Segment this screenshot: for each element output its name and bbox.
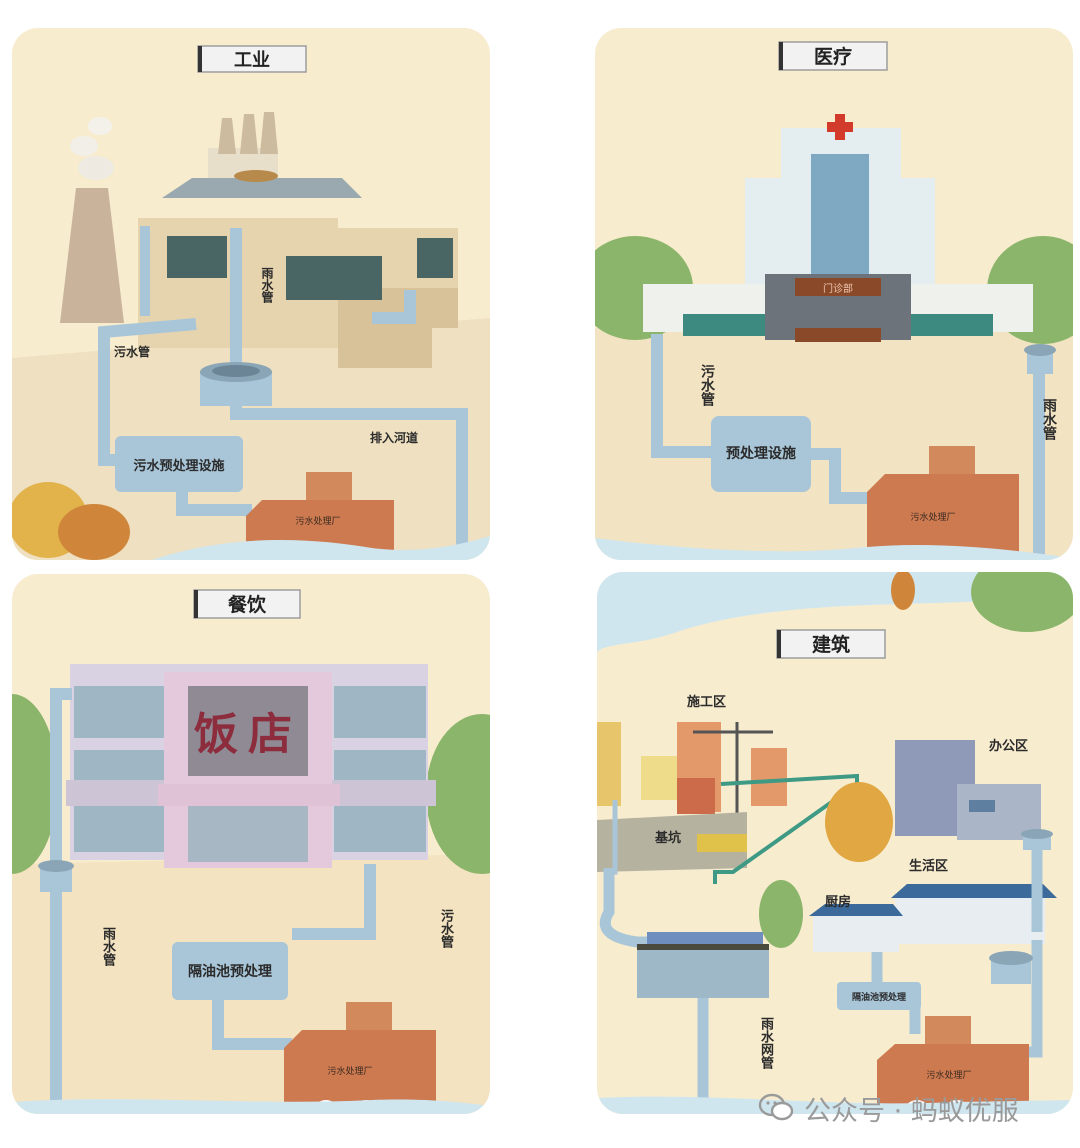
site-label: 施工区 — [687, 694, 726, 710]
hotel-sign: 饭店 — [194, 709, 302, 760]
tree-green — [759, 880, 803, 948]
plant-label: 污水处理厂 — [295, 515, 340, 527]
watermark-text: 公众号 · 蚂蚁优服 — [804, 1095, 1019, 1127]
living-label: 生活区 — [909, 858, 948, 874]
pretreatment-box — [115, 436, 243, 492]
site-fence — [713, 773, 859, 884]
river — [12, 1099, 490, 1114]
kitchen-label: 厨房 — [825, 894, 851, 910]
tree-orange — [58, 504, 130, 560]
tree-top — [971, 572, 1073, 632]
plant-label: 污水处理厂 — [327, 1065, 372, 1077]
manhole — [200, 362, 272, 406]
hotel-building — [66, 664, 436, 868]
office-building — [895, 740, 1041, 840]
office-label: 办公区 — [989, 738, 1028, 754]
panel-title: 工业 — [234, 50, 270, 71]
sewage-pipe-label: 污水管 — [114, 344, 150, 359]
river — [595, 538, 1073, 560]
cooling-tower — [60, 188, 124, 323]
living-area — [809, 884, 1057, 952]
panel-catering: 饭店 隔油池预处理 污水处理厂 雨水管 污水管 — [12, 574, 490, 1114]
hospital-building — [643, 114, 1033, 342]
pretreatment-label: 隔油池预处理 — [188, 963, 272, 980]
factory-building — [138, 112, 458, 368]
pretreatment-box — [711, 416, 811, 492]
pretreatment-box — [837, 982, 921, 1010]
pretreatment-label: 污水预处理设施 — [133, 458, 224, 474]
construction-site — [597, 722, 787, 875]
title-tag-construction: 建筑 — [776, 629, 886, 659]
title-tag-catering: 餐饮 — [193, 589, 301, 619]
title-tag-industry: 工业 — [197, 45, 307, 73]
tree-left — [12, 694, 58, 874]
river — [597, 1096, 1073, 1114]
manhole — [38, 860, 74, 892]
wechat-icon — [758, 1093, 794, 1121]
manhole — [1024, 344, 1056, 374]
manhole — [989, 829, 1053, 984]
panel-title: 建筑 — [812, 633, 850, 656]
pretreatment-label: 预处理设施 — [726, 445, 796, 462]
plant-label: 污水处理厂 — [926, 1069, 971, 1081]
pipes — [50, 688, 376, 1114]
panel-industry: 污水预处理设施 污水处理厂 雨水管 污水管 排入河道 工业 — [12, 28, 490, 560]
tree-right — [426, 714, 490, 874]
grease-label: 隔油池预处理 — [852, 991, 906, 1003]
watermark: 公众号 · 蚂蚁优服 — [758, 1086, 1058, 1130]
tree-autumn — [825, 782, 893, 862]
panel-construction: 隔油池预处理 污水处理厂 施工区 办公区 基坑 生活区 厨房 雨水网管 污水管 — [597, 572, 1073, 1114]
rain-net-box — [637, 932, 769, 998]
panel-title: 医疗 — [814, 45, 852, 68]
panel-medical: 门诊部 预处理设施 污水处理厂 污水管 雨水管 — [595, 28, 1073, 560]
pipes — [651, 334, 1045, 560]
pretreatment-box — [172, 942, 288, 1000]
clinic-sign: 门诊部 — [823, 282, 853, 295]
river — [152, 536, 490, 560]
pipes — [98, 228, 468, 548]
panel-title: 餐饮 — [228, 593, 267, 616]
plant-label: 污水处理厂 — [910, 511, 955, 523]
pit-label: 基坑 — [654, 830, 681, 846]
title-tag-medical: 医疗 — [778, 41, 888, 71]
discharge-label: 排入河道 — [370, 430, 418, 445]
river-top — [597, 572, 1073, 652]
